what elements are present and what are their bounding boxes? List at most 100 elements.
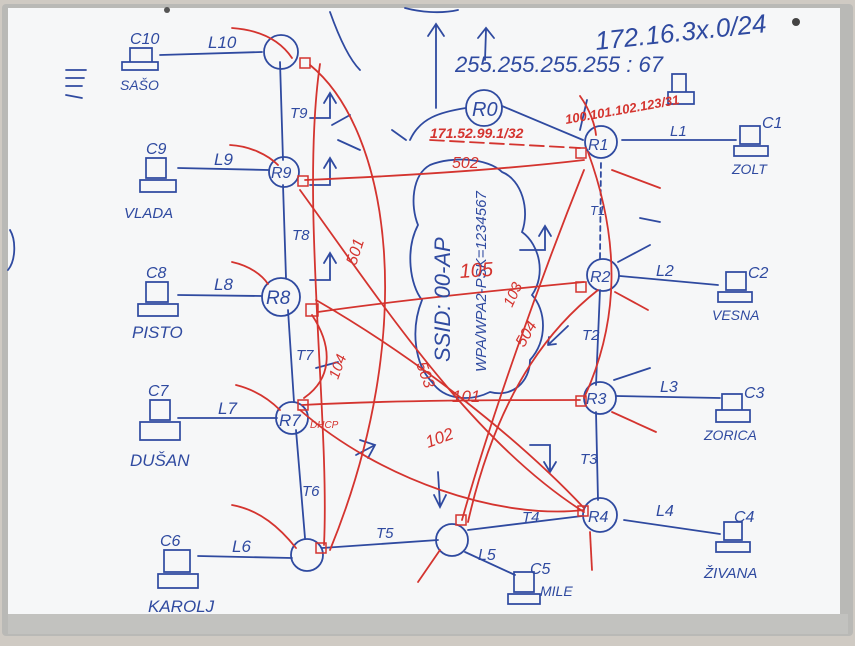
link-label-l1: L1 bbox=[670, 123, 687, 140]
r0-ip: 171.52.99.1/32 bbox=[430, 125, 524, 141]
host-c10-name: SAŠO bbox=[120, 77, 159, 93]
router-r2 bbox=[586, 258, 620, 292]
router-r7 bbox=[275, 401, 309, 435]
red-link-r0-r1 bbox=[429, 139, 581, 149]
host-c2-pc: C2 bbox=[748, 265, 769, 282]
internet-cloud bbox=[409, 158, 544, 399]
link-l10 bbox=[159, 51, 263, 56]
blue-arrow bbox=[309, 156, 337, 186]
router-r1-label: R1 bbox=[588, 137, 608, 154]
red-link-r1-r3 bbox=[583, 151, 613, 399]
link-label-l3: L3 bbox=[660, 379, 678, 396]
host-c3-pc: C3 bbox=[744, 385, 765, 402]
pc-icon bbox=[667, 73, 695, 105]
top-arrow bbox=[329, 7, 459, 71]
port-box bbox=[297, 175, 309, 187]
trunk-r2-r1 bbox=[599, 159, 602, 259]
link-label-l8: L8 bbox=[214, 275, 233, 294]
router-r0-label: R0 bbox=[472, 99, 498, 121]
red-link-r8-r7 bbox=[303, 314, 328, 399]
pc-icon bbox=[139, 157, 177, 193]
red-link-103 bbox=[467, 289, 599, 523]
router-r5 bbox=[435, 523, 469, 557]
trunk-label-t1: T1 bbox=[590, 203, 605, 218]
link-l8 bbox=[177, 294, 263, 297]
router-r8-label: R8 bbox=[266, 288, 291, 309]
router-r1 bbox=[584, 125, 618, 159]
link-label-l5: L5 bbox=[478, 547, 496, 564]
red-e1-tail bbox=[589, 531, 593, 571]
router-r7-label: R7 bbox=[279, 411, 301, 430]
router-r9-label: R9 bbox=[271, 165, 292, 182]
link-label-l4: L4 bbox=[656, 503, 674, 520]
host-c9-name: VLADA bbox=[124, 205, 173, 222]
red-e1-tail bbox=[231, 261, 269, 285]
red-link-503 bbox=[299, 189, 585, 513]
red-e1-tail bbox=[229, 144, 279, 166]
scribble bbox=[7, 229, 16, 271]
blue-arrow bbox=[309, 91, 337, 119]
pc-icon bbox=[507, 571, 541, 605]
frame-bolt bbox=[164, 7, 170, 13]
port-box bbox=[455, 514, 467, 526]
host-c4-pc: C4 bbox=[734, 509, 755, 526]
red-e1-tail bbox=[231, 27, 293, 59]
red-label-101: 101 bbox=[452, 387, 480, 406]
host-c7-name: DUŠAN bbox=[130, 451, 190, 470]
red-link-104 bbox=[312, 63, 326, 546]
host-c8-pc: C8 bbox=[146, 265, 167, 282]
link-label-l6: L6 bbox=[232, 537, 251, 556]
trunk-r10-r9 bbox=[279, 61, 284, 161]
host-c8-name: PISTO bbox=[132, 323, 183, 342]
link-l2 bbox=[619, 275, 719, 286]
port-box bbox=[305, 303, 319, 317]
trunk-label-t2: T2 bbox=[582, 327, 600, 344]
red-label-502: 502 bbox=[452, 155, 479, 172]
link-label-l7: L7 bbox=[218, 399, 237, 418]
router-r4 bbox=[582, 497, 618, 533]
pc-icon bbox=[121, 47, 159, 71]
host-c6-pc: C6 bbox=[160, 533, 181, 550]
red-e1-tail bbox=[611, 169, 661, 189]
host-c3-name: ZORICA bbox=[703, 427, 757, 443]
trunk-r9-r8 bbox=[282, 184, 287, 279]
link-label-l10: L10 bbox=[208, 33, 237, 52]
host-c1-pc: C1 bbox=[762, 115, 782, 132]
link-label-l2: L2 bbox=[656, 263, 674, 280]
red-e1-tail bbox=[417, 549, 441, 583]
red-link-r8-r4 bbox=[315, 299, 585, 509]
red-link-501 bbox=[309, 64, 386, 551]
link-l5 bbox=[464, 551, 516, 576]
host-c9-pc: C9 bbox=[146, 141, 167, 158]
host-c5-pc: C5 bbox=[530, 561, 551, 578]
trunk-label-t5: T5 bbox=[376, 525, 394, 542]
red-link-102 bbox=[299, 409, 585, 513]
red-link-105 bbox=[317, 281, 585, 313]
red-e1-tail bbox=[614, 291, 649, 311]
r0-leftline bbox=[409, 107, 467, 141]
pc-icon bbox=[139, 399, 181, 441]
port-box bbox=[577, 505, 589, 517]
port-box bbox=[575, 281, 587, 293]
link-l3 bbox=[615, 395, 721, 399]
host-c6-name: KAROLJ bbox=[148, 597, 215, 616]
blue-arrow bbox=[433, 471, 447, 510]
host-c5-name: MILE bbox=[540, 583, 573, 599]
red-link-504 bbox=[461, 169, 585, 521]
trunk-label-t6: T6 bbox=[302, 483, 320, 500]
r0-uplink-arrow bbox=[427, 22, 445, 109]
link-r2-e bbox=[617, 244, 651, 263]
link-l6 bbox=[197, 555, 293, 559]
blue-arrow bbox=[519, 224, 552, 251]
host-c4-name: ŽIVANA bbox=[703, 565, 757, 582]
router-r2-label: R2 bbox=[590, 269, 611, 286]
ssid-text: SSID: 00-AP bbox=[430, 237, 455, 362]
scribble bbox=[65, 69, 87, 99]
trunk-r8-r7 bbox=[287, 309, 295, 403]
trunk-r3-r2 bbox=[595, 289, 601, 386]
port-box bbox=[315, 542, 327, 554]
link-label-l9: L9 bbox=[214, 150, 233, 169]
router-r0 bbox=[465, 89, 503, 127]
red-e1-tail bbox=[235, 384, 281, 411]
